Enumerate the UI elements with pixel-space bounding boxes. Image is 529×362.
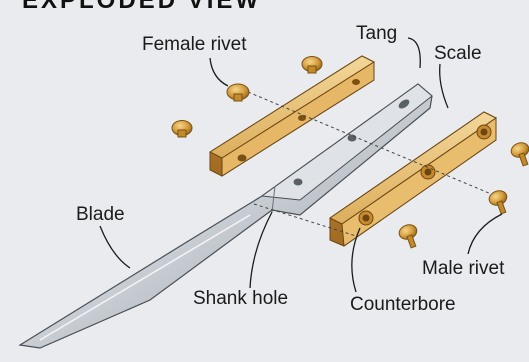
label-tang: Tang (356, 23, 397, 45)
label-counterbore: Counterbore (350, 294, 456, 316)
label-male-rivet: Male rivet (422, 258, 504, 280)
female-rivet (172, 121, 192, 138)
label-scale: Scale (434, 43, 482, 65)
male-rivet (509, 140, 529, 168)
male-rivet (397, 222, 422, 250)
figure-title: EXPLODED VIEW (22, 0, 261, 15)
female-rivet (227, 84, 249, 101)
label-female-rivet: Female rivet (142, 34, 247, 56)
female-rivet (302, 57, 322, 74)
male-rivet (487, 188, 512, 216)
label-blade: Blade (76, 204, 125, 226)
label-shank-hole: Shank hole (193, 288, 288, 310)
